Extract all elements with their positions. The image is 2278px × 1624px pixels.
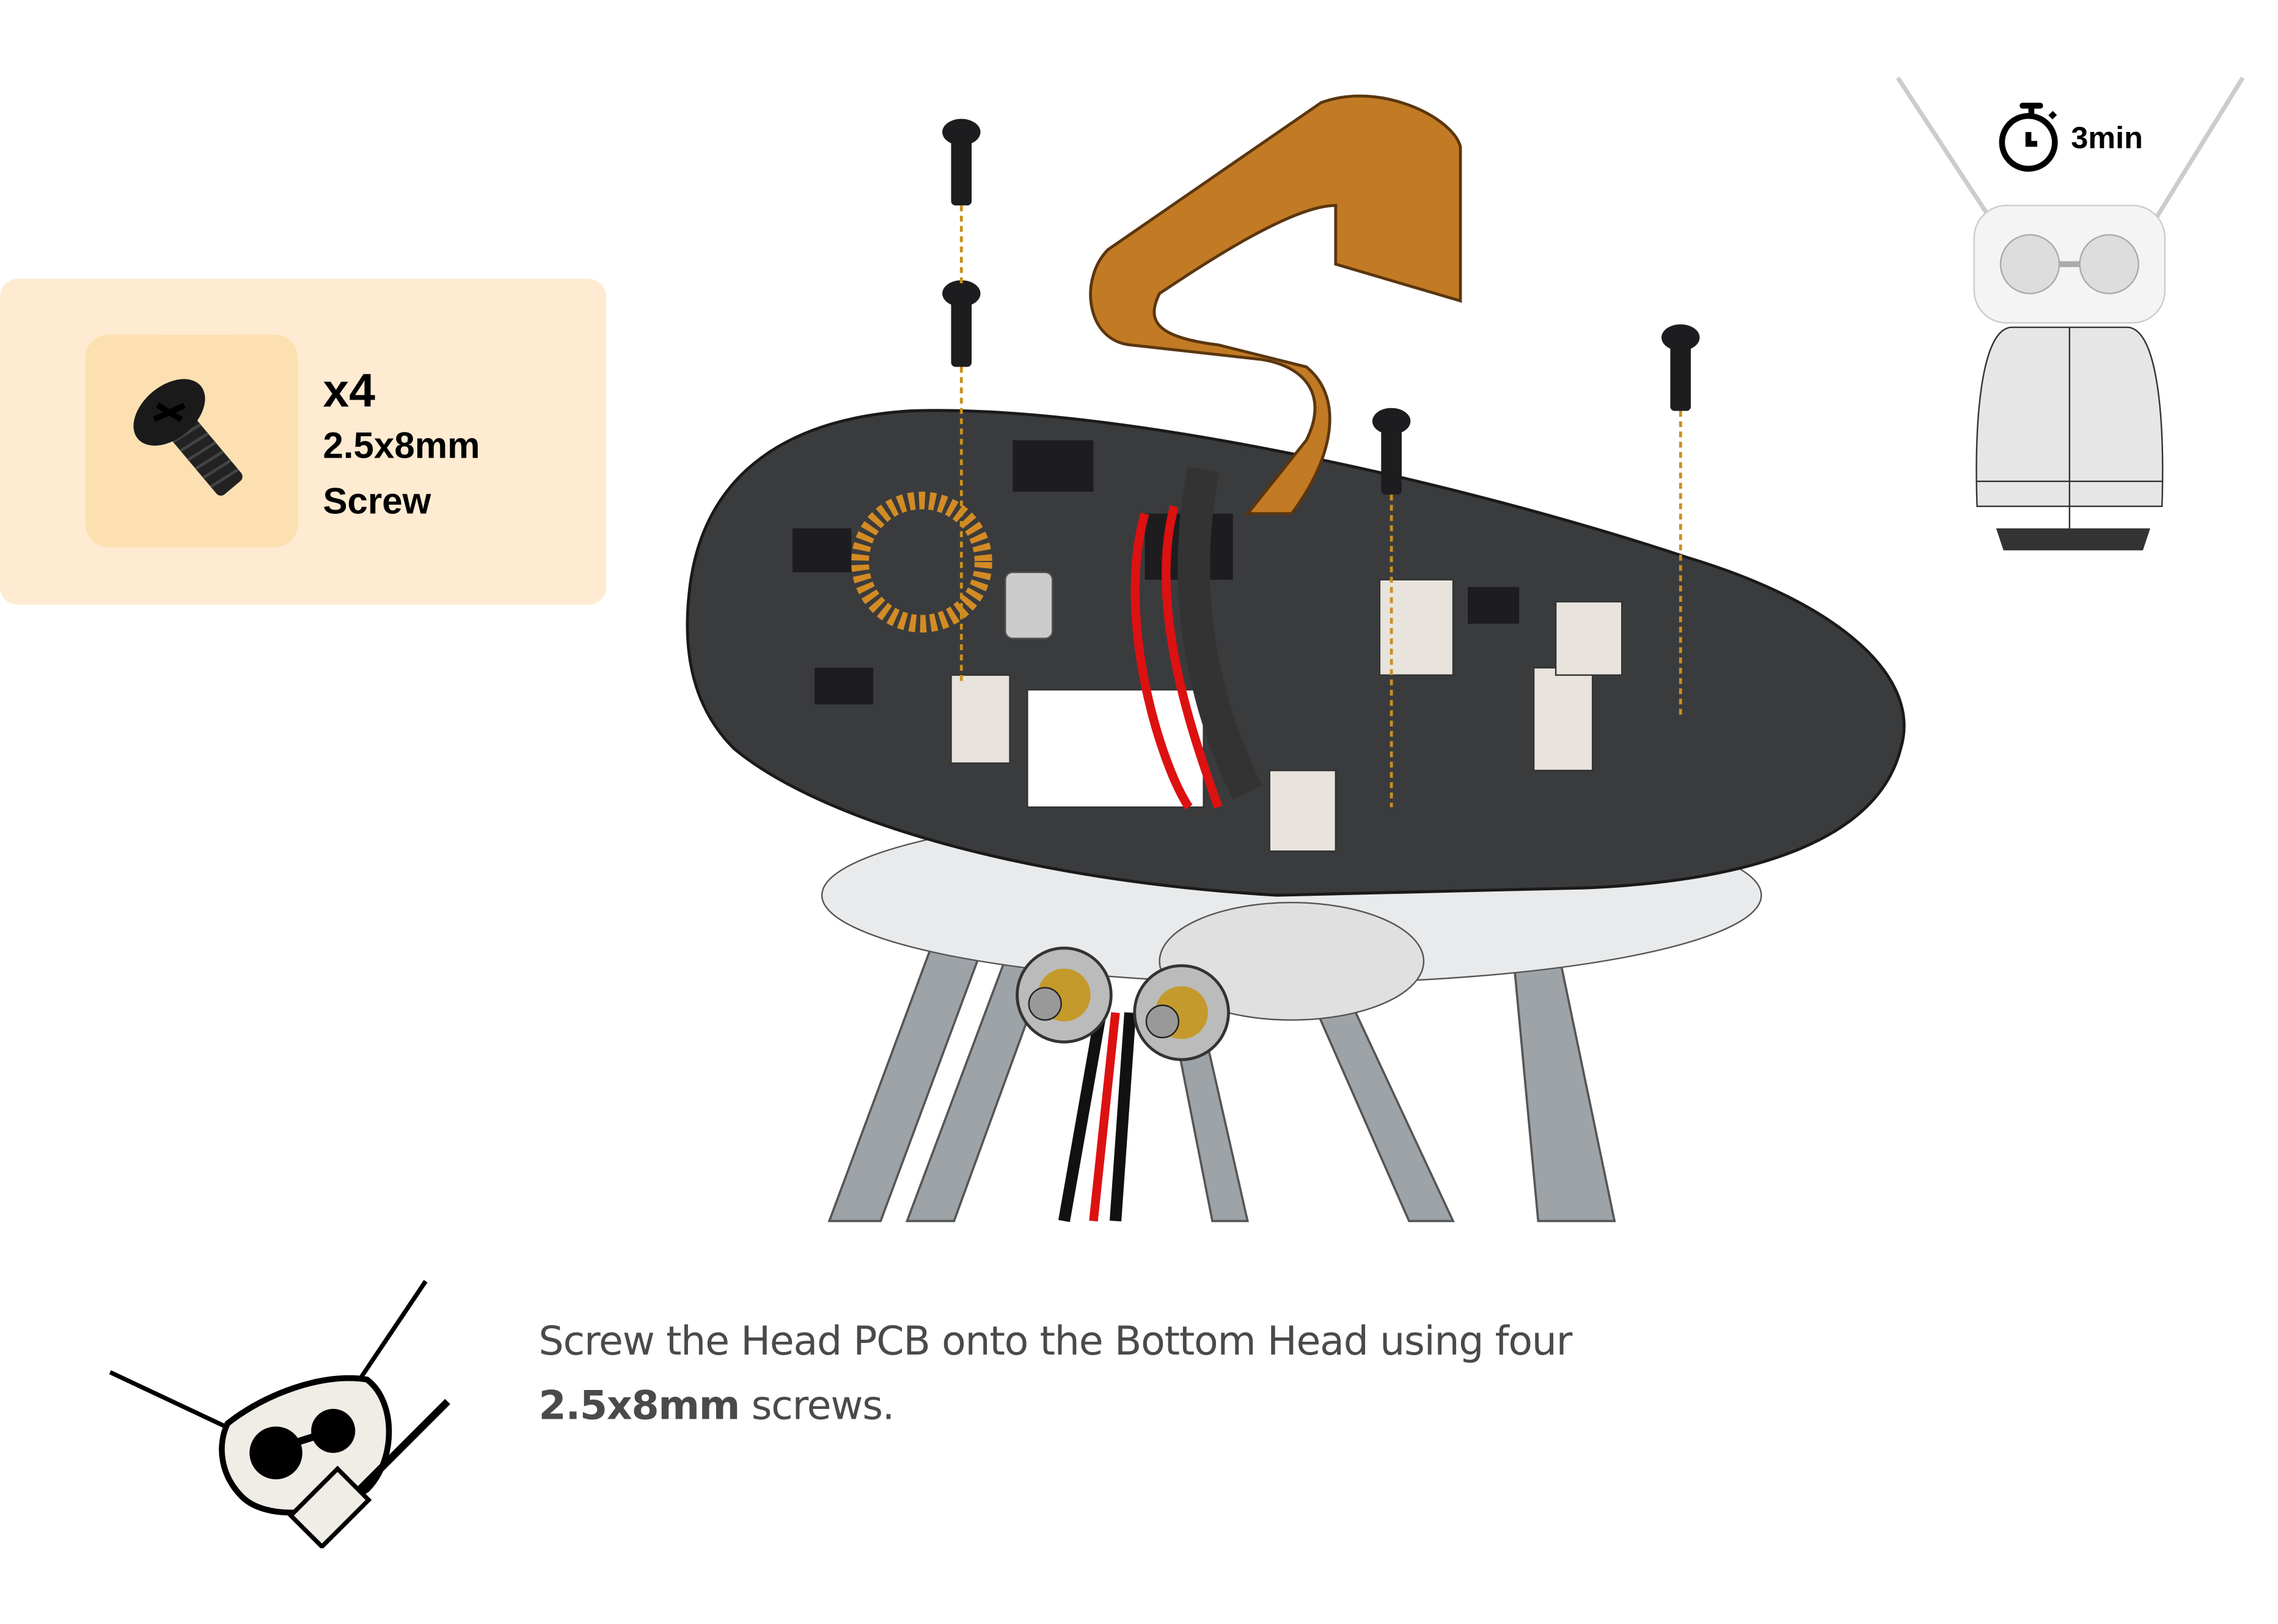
pcb-board [686, 409, 1906, 897]
connectors [950, 579, 1623, 852]
instruction-text: Screw the Head PCB onto the Bottom Head … [538, 1311, 1573, 1440]
toroid-inductor [851, 491, 992, 633]
part-quantity: x4 [323, 364, 375, 417]
bearing-screws [1016, 946, 1230, 1061]
pcb-assembly-illustration [686, 94, 1906, 1223]
part-size: 2.5x8mm [323, 425, 480, 467]
robot-mascot-icon [109, 1279, 450, 1549]
stopwatch-icon [1999, 103, 2058, 172]
screws [942, 119, 1700, 495]
robot-preview-image [1895, 76, 2245, 550]
part-type: Screw [323, 481, 431, 523]
instruction-bold-size: 2.5x8mm [538, 1384, 741, 1430]
parts-card: x4 2.5x8mm Screw [0, 279, 607, 605]
duration-label: 3min [2071, 122, 2143, 156]
flex-cable [1089, 94, 1462, 516]
instruction-line-1: Screw the Head PCB onto the Bottom Head … [538, 1319, 1573, 1365]
instruction-line-2: 2.5x8mm screws. [539, 1375, 1572, 1440]
screw-icon [133, 379, 243, 496]
instruction-suffix: screws. [739, 1384, 895, 1430]
screw-thumbnail [85, 334, 298, 547]
